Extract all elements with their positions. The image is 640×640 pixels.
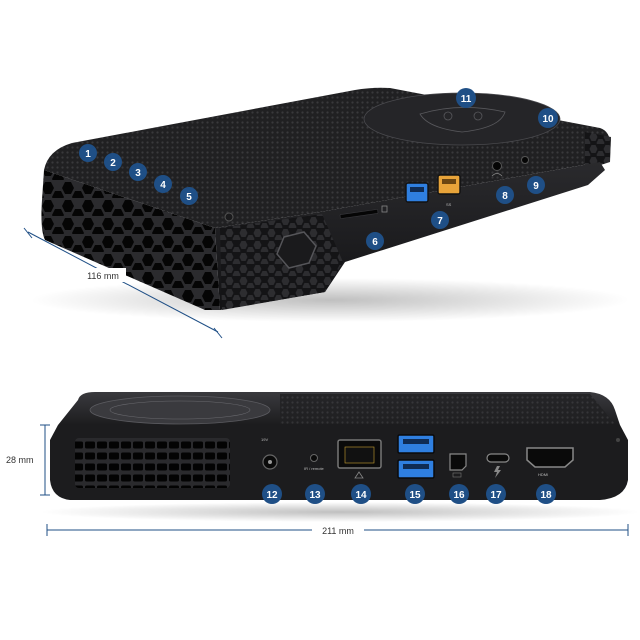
depth-label: 116 mm <box>87 271 119 281</box>
thunderbolt-usbc-port <box>486 453 510 478</box>
ir-remote-jack: IR / remote <box>304 454 325 471</box>
height-label: 28 mm <box>6 455 34 465</box>
badge-9: 9 <box>527 176 545 194</box>
usb3-rear-bottom-tongue <box>403 464 429 469</box>
width-label: 211 mm <box>322 526 354 536</box>
badge-13: 13 <box>305 484 325 504</box>
usb-charging-tongue <box>442 179 456 184</box>
power-button <box>224 212 234 222</box>
svg-text:6: 6 <box>372 237 378 248</box>
callout-badges: 1 2 3 4 5 6 7 8 9 10 11 12 13 14 15 16 1… <box>79 88 558 504</box>
dc-power-jack: 19V <box>261 437 278 470</box>
ir-sensor <box>521 156 529 164</box>
side-vent-left <box>41 170 220 310</box>
svg-text:17: 17 <box>490 490 502 501</box>
badge-6: 6 <box>366 232 384 250</box>
usb3-front-port <box>405 182 429 203</box>
rear-screw <box>616 438 620 442</box>
displayport-icon <box>452 472 462 478</box>
ir-remote-label: IR / remote <box>304 466 325 471</box>
svg-text:13: 13 <box>309 490 321 501</box>
badge-5: 5 <box>180 187 198 205</box>
rear-top-perforation <box>280 394 615 424</box>
badge-11: 11 <box>456 88 476 108</box>
svg-text:4: 4 <box>160 180 166 191</box>
badge-15: 15 <box>405 484 425 504</box>
badge-16: 16 <box>449 484 469 504</box>
badge-2: 2 <box>104 153 122 171</box>
headset-jack <box>491 161 503 177</box>
depth-dimension: 116 mm <box>23 227 223 339</box>
hdmi-label: HDMI <box>538 472 548 477</box>
front-hex-accent <box>220 214 343 310</box>
badge-8: 8 <box>496 186 514 204</box>
usb-charging-port <box>437 174 461 195</box>
svg-text:7: 7 <box>437 216 443 227</box>
usb-charging-label: SS <box>446 202 452 207</box>
badge-7: 7 <box>431 211 449 229</box>
svg-text:12: 12 <box>266 490 278 501</box>
ethernet-port <box>337 439 382 479</box>
svg-text:2: 2 <box>110 158 116 169</box>
badge-18: 18 <box>536 484 556 504</box>
thunderbolt-icon <box>494 466 501 478</box>
side-vent-right <box>585 132 611 170</box>
badge-14: 14 <box>351 484 371 504</box>
badge-3: 3 <box>129 163 147 181</box>
width-dimension: 211 mm <box>46 523 629 537</box>
sd-card-icon <box>381 205 388 213</box>
nuc-rear-view: 19V IR / remote <box>40 392 640 522</box>
height-dimension: 28 mm <box>6 424 50 496</box>
floor-shadow <box>30 278 630 322</box>
svg-text:9: 9 <box>533 181 539 192</box>
svg-text:15: 15 <box>409 490 421 501</box>
rear-floor-shadow <box>40 502 640 522</box>
svg-text:16: 16 <box>453 490 465 501</box>
usb3-front-tongue <box>410 187 424 192</box>
svg-text:8: 8 <box>502 191 508 202</box>
svg-text:3: 3 <box>135 168 141 179</box>
sd-card-slot <box>339 209 379 219</box>
power-rating-label: 19V <box>261 437 268 442</box>
badge-17: 17 <box>486 484 506 504</box>
svg-text:18: 18 <box>540 490 552 501</box>
rear-skull-lid-detail <box>109 400 251 420</box>
badge-10: 10 <box>538 108 558 128</box>
svg-text:11: 11 <box>461 94 472 105</box>
ethernet-icon <box>354 471 364 479</box>
hex-logo-plate <box>276 231 317 269</box>
badge-1: 1 <box>79 144 97 162</box>
rear-skull-lid <box>89 395 271 425</box>
mini-displayport <box>449 453 467 478</box>
rear-vent-grille <box>75 438 230 488</box>
hdmi-port: HDMI <box>526 447 574 477</box>
svg-text:10: 10 <box>542 114 554 125</box>
svg-text:14: 14 <box>355 490 367 501</box>
badge-4: 4 <box>154 175 172 193</box>
svg-text:5: 5 <box>186 192 192 203</box>
badge-12: 12 <box>262 484 282 504</box>
usb3-rear-top-tongue <box>403 439 429 444</box>
svg-text:1: 1 <box>85 149 91 160</box>
